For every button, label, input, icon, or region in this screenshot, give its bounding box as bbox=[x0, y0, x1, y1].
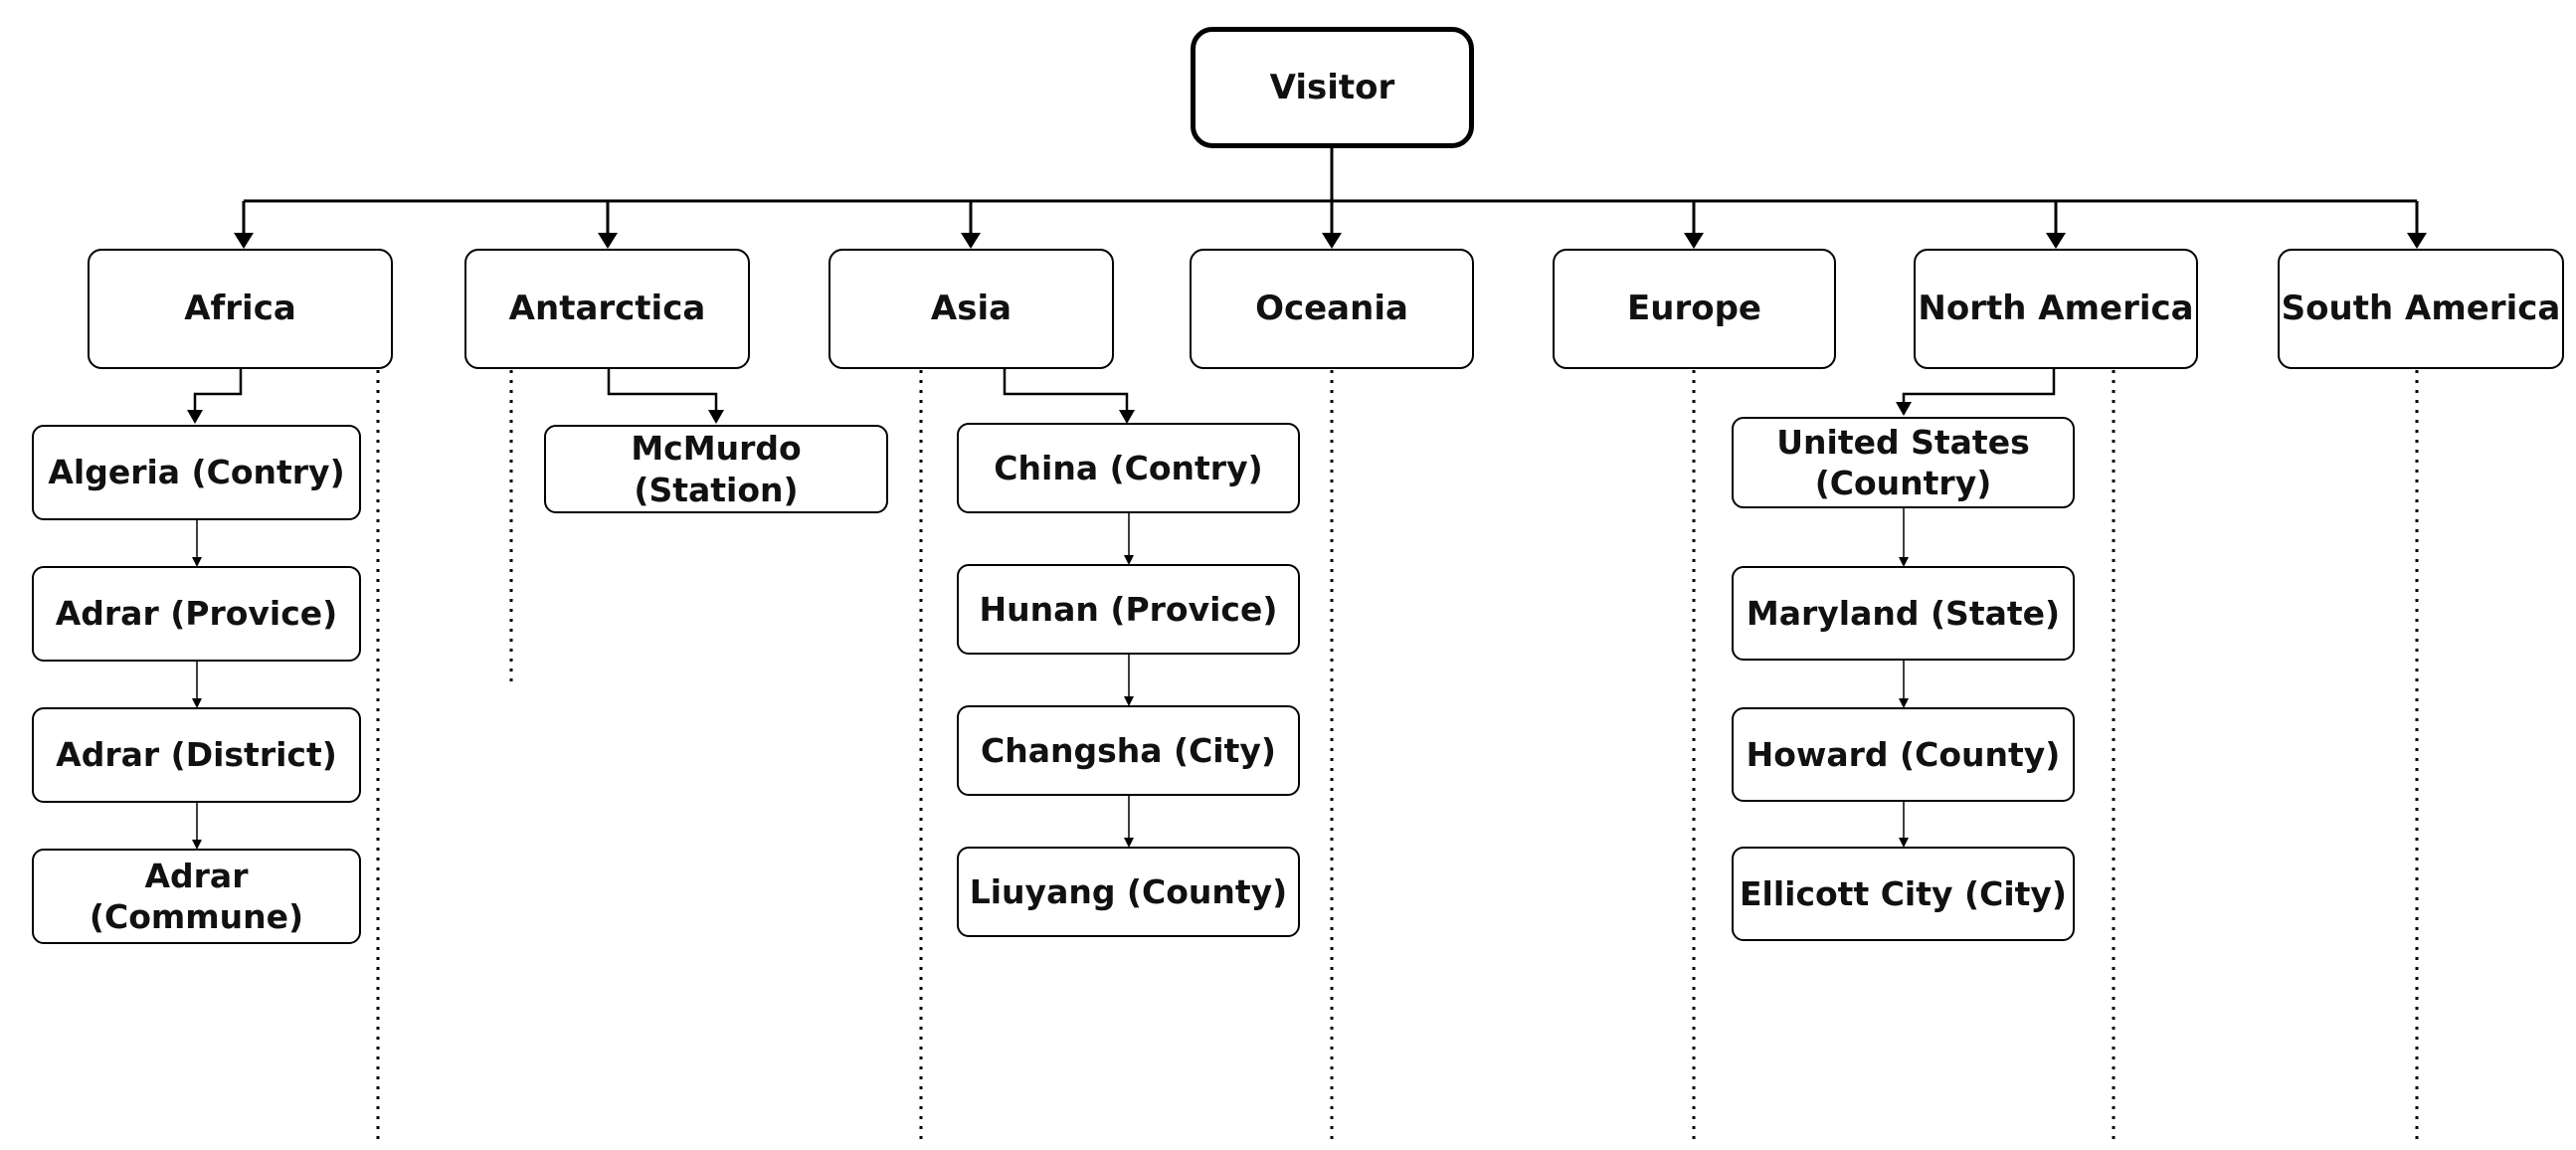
asia-level-3: Changsha (City) bbox=[957, 705, 1300, 796]
continent-europe: Europe bbox=[1553, 249, 1836, 369]
north-america-level-4: Ellicott City (City) bbox=[1732, 847, 2075, 941]
asia-level-1: China (Contry) bbox=[957, 423, 1300, 513]
continent-north-america: North America bbox=[1914, 249, 2198, 369]
antarctica-level-1: McMurdo (Station) bbox=[544, 425, 888, 513]
africa-level-4: Adrar (Commune) bbox=[32, 849, 361, 944]
north-america-level-2: Maryland (State) bbox=[1732, 566, 2075, 661]
africa-level-2: Adrar (Provice) bbox=[32, 566, 361, 662]
north-america-level-1: United States (Country) bbox=[1732, 417, 2075, 508]
continent-south-america: South America bbox=[2278, 249, 2564, 369]
visitor-node: Visitor bbox=[1191, 27, 1474, 148]
asia-level-4: Liuyang (County) bbox=[957, 847, 1300, 937]
north-america-level-3: Howard (County) bbox=[1732, 707, 2075, 802]
continent-africa: Africa bbox=[88, 249, 393, 369]
continent-asia: Asia bbox=[828, 249, 1114, 369]
asia-elbow-line bbox=[1003, 368, 1129, 422]
continent-oceania: Oceania bbox=[1190, 249, 1474, 369]
africa-level-3: Adrar (District) bbox=[32, 707, 361, 803]
africa-level-1: Algeria (Contry) bbox=[32, 425, 361, 520]
asia-level-2: Hunan (Provice) bbox=[957, 564, 1300, 655]
antarctica-elbow-line bbox=[607, 368, 718, 422]
continent-antarctica: Antarctica bbox=[464, 249, 750, 369]
north-america-elbow-line bbox=[1902, 368, 2056, 414]
africa-elbow-line bbox=[193, 368, 243, 422]
